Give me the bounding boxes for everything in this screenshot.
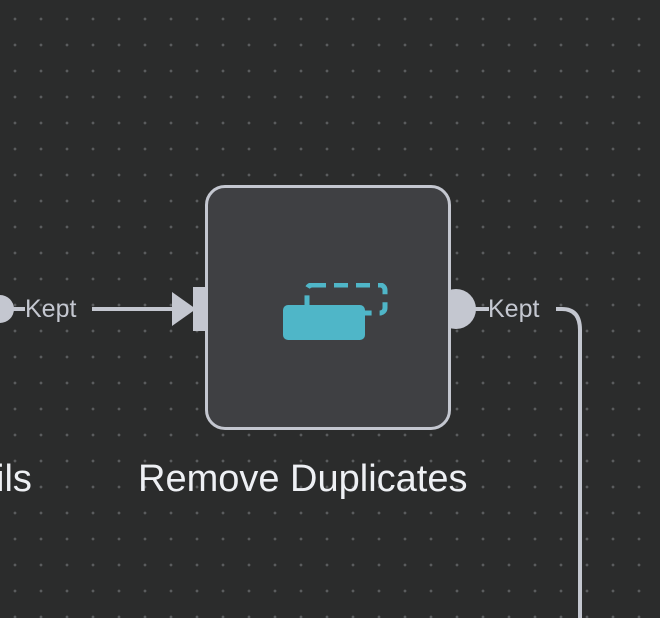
left-port-label: Kept xyxy=(25,295,77,323)
outgoing-connection-line[interactable] xyxy=(556,307,582,618)
remove-duplicates-icon xyxy=(283,283,388,340)
connection-arrowhead xyxy=(172,292,196,326)
remove-duplicates-output-label: Kept xyxy=(488,295,540,323)
remove-duplicates-node[interactable] xyxy=(205,185,451,430)
remove-duplicates-title: Remove Duplicates xyxy=(138,458,468,500)
left-node-title: ils xyxy=(0,458,32,500)
left-node-output-port[interactable] xyxy=(0,295,14,323)
